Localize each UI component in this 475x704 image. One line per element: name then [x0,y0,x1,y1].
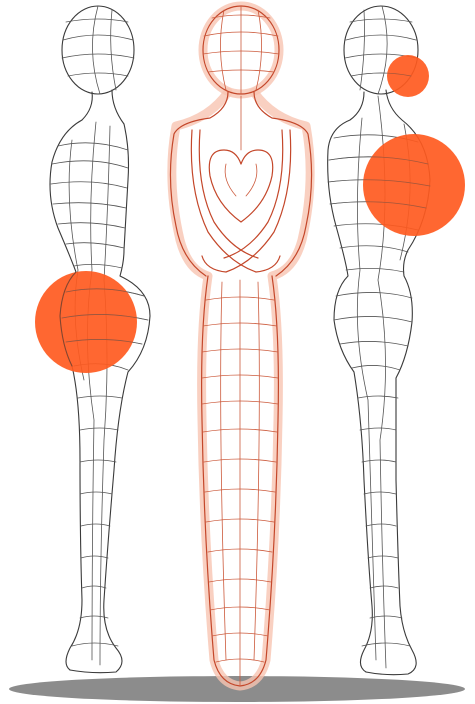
highlight-dot-hip [35,271,137,373]
highlight-dot-back [363,134,465,236]
figure-center [170,6,311,686]
figure-left [35,6,150,673]
figure-right [328,6,465,675]
highlight-dot-neck [387,55,429,97]
